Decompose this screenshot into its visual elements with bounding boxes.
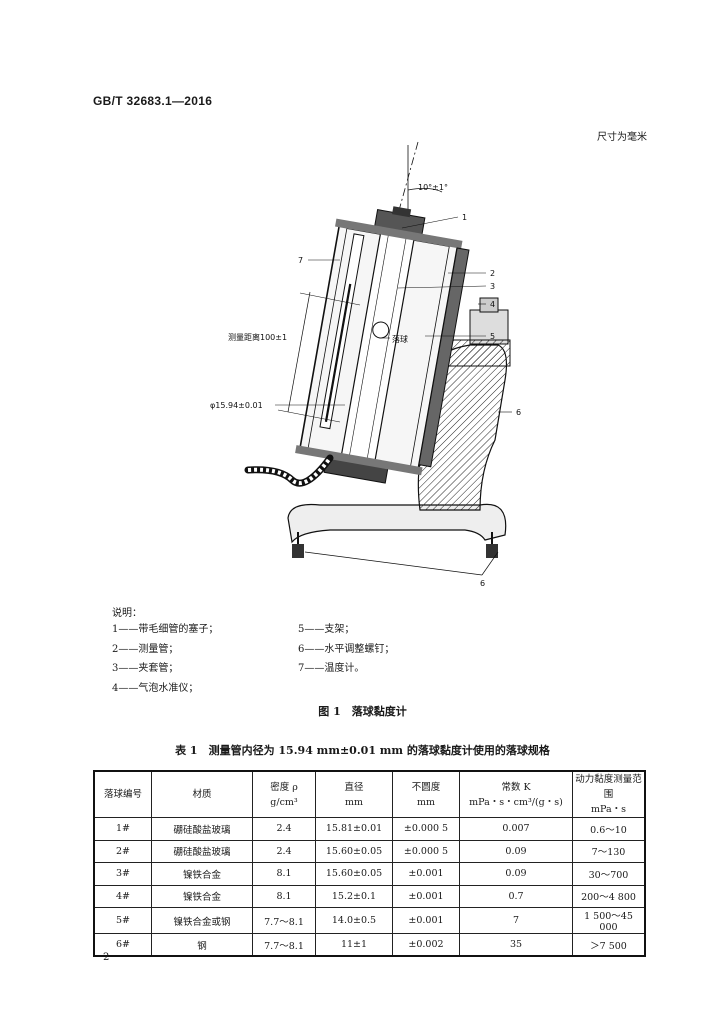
- cell-viscosity-range: 200～4 800: [572, 884, 646, 908]
- cell-material: 硼硅酸盐玻璃: [151, 817, 253, 841]
- legend-item: 1——带毛细管的塞子；: [112, 624, 219, 635]
- units-note: 尺寸为毫米: [597, 132, 647, 143]
- cell-diameter: 15.60±0.05: [315, 862, 393, 886]
- cell-ball-number: 2#: [93, 839, 152, 863]
- cell-constant-k: 0.007: [459, 817, 573, 841]
- legend-column-left: 1——带毛细管的塞子； 2——测量管； 3——夹套管； 4——气泡水准仪；: [112, 620, 218, 698]
- distance-dimension-line: [287, 291, 311, 413]
- callout-6: 6: [516, 408, 521, 417]
- table-row: 4# 镍铁合金 8.1 15.2±0.1 ±0.001 0.7 200～4 80…: [93, 884, 646, 908]
- leveling-screw-left: [292, 544, 304, 558]
- cell-ball-number: 6#: [93, 933, 152, 957]
- legend-item: 4——气泡水准仪；: [112, 682, 199, 694]
- cell-viscosity-range: ＞7 500: [572, 933, 646, 957]
- figure-caption: 图 1 落球黏度计: [318, 705, 407, 718]
- table-row: 3# 镍铁合金 8.1 15.60±0.05 ±0.001 0.09 30～70…: [93, 862, 646, 886]
- legend-item: 6——水平调整螺钉；: [298, 643, 395, 655]
- cell-roundness: ±0.000 5: [392, 817, 460, 841]
- legend-column-right: 5——支架； 6——水平调整螺钉； 7——温度计。: [298, 620, 394, 679]
- table-caption: 表 1 测量管内径为 15.94 mm±0.01 mm 的落球黏度计使用的落球规…: [175, 744, 550, 757]
- base-foot: [287, 503, 507, 544]
- cell-viscosity-range: 1 500～45 000: [572, 907, 646, 934]
- cell-diameter: 15.2±0.1: [315, 884, 393, 908]
- cell-ball-number: 1#: [93, 817, 152, 841]
- cell-viscosity-range: 7～130: [572, 839, 646, 863]
- callout-5: 5: [490, 332, 495, 341]
- table-row: 6# 钢 7.7～8.1 11±1 ±0.002 35 ＞7 500: [93, 933, 646, 957]
- cell-constant-k: 7: [459, 907, 573, 934]
- legend-title: 说明：: [112, 608, 142, 619]
- header-ball-number: 落球编号: [93, 770, 152, 818]
- cell-roundness: ±0.000 5: [392, 839, 460, 863]
- viscometer-drawing: 10°±1°: [180, 140, 560, 600]
- callout-7: 7: [298, 256, 303, 265]
- cell-density: 8.1: [252, 862, 316, 886]
- cell-diameter: 11±1: [315, 933, 393, 957]
- cell-roundness: ±0.002: [392, 933, 460, 957]
- cell-constant-k: 0.7: [459, 884, 573, 908]
- cell-material: 硼硅酸盐玻璃: [151, 839, 253, 863]
- viscometer-svg: 10°±1°: [210, 141, 521, 588]
- cell-diameter: 15.81±0.01: [315, 817, 393, 841]
- cell-roundness: ±0.001: [392, 862, 460, 886]
- angle-label: 10°±1°: [418, 183, 448, 192]
- cell-ball-number: 3#: [93, 862, 152, 886]
- cell-roundness: ±0.001: [392, 884, 460, 908]
- distance-label: 测量距离100±1: [228, 332, 287, 342]
- cell-constant-k: 0.09: [459, 862, 573, 886]
- cell-density: 2.4: [252, 839, 316, 863]
- cell-density: 2.4: [252, 817, 316, 841]
- table-row: 5# 镍铁合金或钢 7.7～8.1 14.0±0.5 ±0.001 7 1 50…: [93, 907, 646, 934]
- cell-constant-k: 0.09: [459, 839, 573, 863]
- leveling-screw-right: [486, 544, 498, 558]
- table-row: 2# 硼硅酸盐玻璃 2.4 15.60±0.05 ±0.000 5 0.09 7…: [93, 839, 646, 863]
- legend-item: 2——测量管；: [112, 643, 179, 655]
- cell-viscosity-range: 0.6～10: [572, 817, 646, 841]
- cell-density: 7.7～8.1: [252, 933, 316, 957]
- header-material: 材质: [151, 770, 253, 818]
- bubble-level: [469, 309, 509, 345]
- cell-diameter: 15.60±0.05: [315, 839, 393, 863]
- cell-material: 钢: [151, 933, 253, 957]
- cell-density: 8.1: [252, 884, 316, 908]
- tilt-axis-line: [387, 141, 419, 251]
- ball-label: 落球: [392, 334, 408, 344]
- table-row: 1# 硼硅酸盐玻璃 2.4 15.81±0.01 ±0.000 5 0.007 …: [93, 817, 646, 841]
- standard-code: GB/T 32683.1—2016: [93, 94, 213, 108]
- page-number: 2: [103, 952, 110, 963]
- cell-roundness: ±0.001: [392, 907, 460, 934]
- angle-arc: [407, 188, 443, 193]
- callout-1: 1: [462, 213, 467, 222]
- callout-2: 2: [490, 269, 495, 278]
- cell-material: 镍铁合金或钢: [151, 907, 253, 934]
- falling-ball: [372, 321, 390, 339]
- legend-item: 5——支架；: [298, 624, 355, 635]
- callout-3: 3: [490, 282, 495, 291]
- cell-ball-number: 4#: [93, 884, 152, 908]
- cell-constant-k: 35: [459, 933, 573, 957]
- cell-density: 7.7～8.1: [252, 907, 316, 934]
- legend-item: 3——夹套管；: [112, 663, 179, 674]
- cell-diameter: 14.0±0.5: [315, 907, 393, 934]
- cell-material: 镍铁合金: [151, 862, 253, 886]
- cell-material: 镍铁合金: [151, 884, 253, 908]
- callout-4: 4: [490, 300, 495, 309]
- legend-item: 7——温度计。: [298, 663, 365, 674]
- diameter-label: φ15.94±0.01: [210, 401, 263, 410]
- cell-viscosity-range: 30～700: [572, 862, 646, 886]
- callout-6-base: 6: [480, 579, 485, 588]
- cell-ball-number: 5#: [93, 907, 152, 934]
